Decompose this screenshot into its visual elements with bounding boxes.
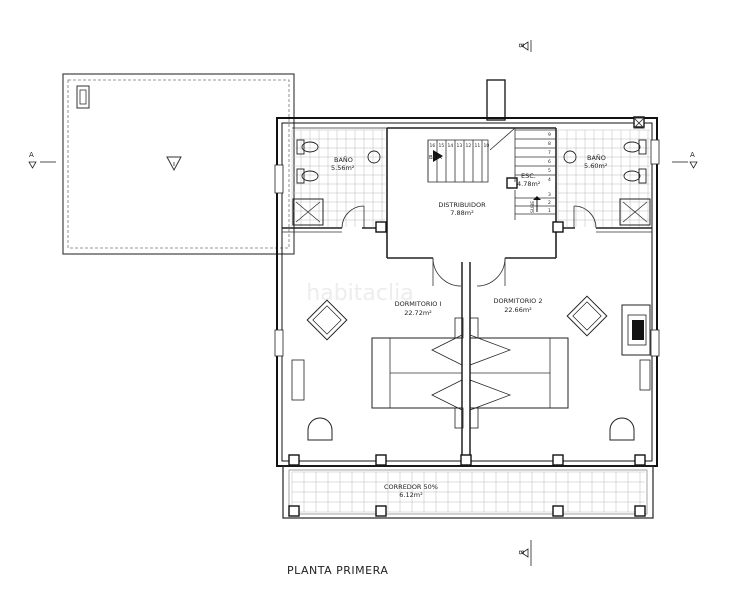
bedroom-furniture: [306, 295, 651, 441]
section-mark-right: A: [672, 151, 698, 169]
stair-step-number: 6: [548, 159, 551, 165]
room-name-dormitorio-1: DORMITORIO I: [395, 300, 442, 308]
stair-step-number: 10: [484, 143, 490, 149]
room-name-esc: ESC.: [521, 172, 536, 180]
doors: [341, 205, 597, 287]
room-name-distribuidor: DISTRIBUIDOR: [438, 201, 486, 209]
room-name-bano-right: BAÑO: [587, 153, 606, 162]
stair-step-number: 13: [457, 143, 463, 149]
section-mark-left: A: [28, 151, 56, 169]
room-area-dormitorio-2: 22.66m²: [504, 306, 532, 314]
stair-step-number: 3: [548, 192, 551, 198]
section-mark-top: B: [517, 40, 532, 52]
room-name-dormitorio-2: DORMITORIO 2: [493, 297, 542, 305]
windows: [274, 139, 660, 401]
chimney: [486, 79, 506, 121]
room-area-esc: 4.78m²: [517, 180, 541, 188]
stair-step-number: 14: [448, 143, 454, 149]
svg-text:B: B: [517, 550, 525, 555]
stair-step-number: 5: [548, 168, 551, 174]
room-name-bano-left: BAÑO: [334, 155, 353, 164]
stair-step-number: 15: [439, 143, 445, 149]
stair-step-number: 11: [475, 143, 481, 149]
room-labels: BAÑO 5.56m² DISTRIBUIDOR 7.88m² ESC. 4.7…: [331, 153, 608, 499]
outer-walls: [276, 117, 658, 519]
plan-title: PLANTA PRIMERA: [287, 564, 388, 577]
room-name-corredor: CORREDOR 50%: [384, 483, 438, 491]
svg-text:B: B: [517, 43, 525, 48]
svg-text:A: A: [690, 151, 695, 159]
stair-down-label: BAJA: [429, 155, 442, 161]
corredor-tiles: [291, 471, 645, 513]
svg-text:A: A: [29, 151, 34, 159]
room-area-bano-right: 5.60m²: [584, 162, 608, 170]
room-area-bano-left: 5.56m²: [331, 164, 355, 172]
stair-step-number: 9: [548, 132, 551, 138]
stair-step-number: 16: [430, 143, 436, 149]
section-marks: A A B B: [28, 40, 698, 566]
room-area-distribuidor: 7.88m²: [450, 209, 474, 217]
stair-step-number: 4: [548, 177, 551, 183]
section-mark-bottom: B: [517, 540, 532, 566]
stair-step-number: 1: [548, 208, 551, 214]
room-area-dormitorio-1: 22.72m²: [404, 309, 432, 317]
room-area-corredor: 6.12m²: [399, 491, 423, 499]
drain-triangle-icon: [166, 156, 182, 172]
watermark: habitaclia: [306, 281, 413, 306]
bathroom-fixtures-left: [292, 139, 381, 226]
columns: [288, 116, 646, 517]
stair-step-number: 8: [548, 141, 551, 147]
bathroom-fixtures-right: [563, 117, 651, 226]
stair-step-number: 12: [466, 143, 472, 149]
terrace-roof: [62, 73, 295, 255]
stair-step-number: 7: [548, 150, 551, 156]
stair-step-number: 2: [548, 200, 551, 206]
stair-up-label: SUBE: [530, 201, 536, 213]
